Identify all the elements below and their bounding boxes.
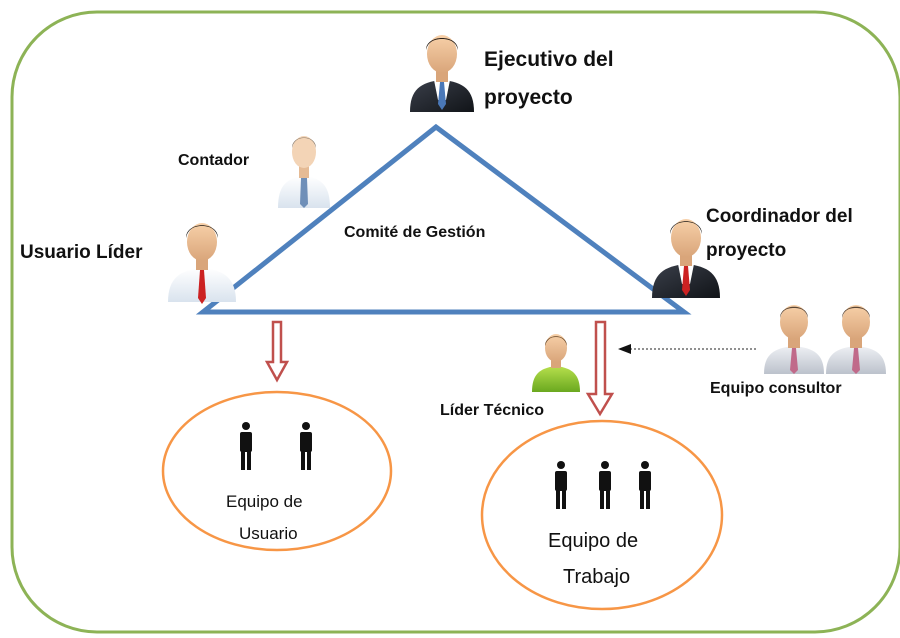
businessman-icon — [168, 223, 236, 304]
user-team-label-line2: Usuario — [239, 524, 298, 543]
consulting-team-label: Equipo consultor — [710, 380, 842, 397]
person-icon — [764, 305, 824, 374]
work-team-label-line1: Equipo de — [548, 530, 639, 552]
coordinator-label-line1: Coordinador del — [706, 206, 853, 227]
executive-label-line1: Ejecutivo del — [484, 48, 614, 71]
coordinator-label-line2: proyecto — [706, 240, 787, 261]
person-glyph-icon — [555, 461, 567, 509]
lead-user-label: Usuario Líder — [20, 242, 143, 263]
work-team-ellipse — [480, 419, 724, 611]
dotted-arrow-consultor — [618, 344, 756, 354]
work-team-label-line2: Trabajo — [563, 566, 631, 588]
committee-label: Comité de Gestión — [344, 224, 486, 241]
accountant-label: Contador — [178, 152, 250, 169]
executive-label-line2: proyecto — [484, 86, 573, 109]
arrow-to-user-team — [264, 320, 290, 383]
person-glyph-icon — [300, 422, 312, 470]
outer-frame — [10, 10, 900, 634]
technical-lead-label: Líder Técnico — [440, 402, 545, 419]
businessman-icon — [410, 35, 474, 112]
person-glyph-icon — [240, 422, 252, 470]
person-icon — [532, 334, 580, 392]
businessman-icon — [652, 219, 720, 298]
person-glyph-icon — [639, 461, 651, 509]
user-team-ellipse — [161, 390, 393, 552]
committee-triangle — [195, 123, 692, 315]
person-icon — [826, 305, 886, 374]
person-glyph-icon — [599, 461, 611, 509]
user-team-label-line1: Equipo de — [226, 492, 303, 511]
arrow-to-work-team — [585, 320, 615, 417]
businessman-icon — [278, 136, 330, 208]
